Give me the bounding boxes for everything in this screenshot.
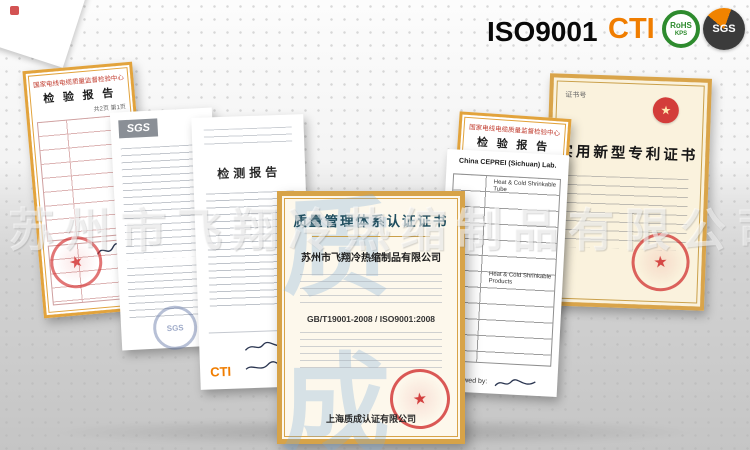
- cti-logo-small: CTI: [209, 363, 232, 380]
- rohs-badge: RoHS KPS: [662, 10, 700, 48]
- quality-management-certificate: 质成 质量管理体系认证证书 苏州市飞翔冷热缩制品有限公司 GB/T19001-2…: [277, 191, 465, 450]
- kps-label: KPS: [674, 30, 688, 37]
- national-emblem-icon: ★: [652, 96, 680, 124]
- certificate-text-lines: [300, 332, 442, 372]
- iso9001-label: ISO9001: [487, 16, 598, 47]
- rohs-label: RoHS: [670, 20, 692, 30]
- certificate-text-lines: [300, 274, 442, 308]
- patent-title: 实用新型专利证书: [558, 143, 699, 165]
- letterhead-lines: [203, 126, 293, 146]
- certified-company-name: 苏州市飞翔冷热缩制品有限公司: [301, 253, 441, 264]
- sgs-badge: SGS: [703, 8, 745, 50]
- quality-cert-title: 质量管理体系认证证书: [293, 214, 449, 229]
- certificate-body: 质量管理体系认证证书 苏州市飞翔冷热缩制品有限公司 GB/T19001-2008…: [282, 196, 460, 439]
- patent-certificate: 证书号 ★ 实用新型专利证书 ★: [542, 73, 712, 311]
- sgs-logo: SGS: [118, 118, 159, 139]
- signature-scribble: [494, 379, 536, 387]
- standard-reference: GB/T19001-2008 / ISO9001:2008: [306, 314, 436, 324]
- patent-cert-number-label: 证书号: [565, 91, 587, 100]
- cti-report-title: 检测报告: [217, 164, 282, 182]
- ceprei-lab-report: China CEPREI (Sichuan) Lab. Heat & Cold …: [434, 148, 570, 398]
- title-underline: [312, 236, 430, 237]
- star-icon: ★: [660, 103, 672, 118]
- star-icon: ★: [67, 252, 86, 274]
- star-icon: ★: [652, 253, 669, 272]
- sgs-label: SGS: [712, 23, 736, 35]
- issuing-body: 上海质成认证有限公司: [325, 414, 416, 424]
- ceprei-header: China CEPREI (Sichuan) Lab.: [458, 157, 557, 170]
- red-seal-mark: [10, 6, 19, 15]
- cti-logo: CTI: [608, 13, 655, 45]
